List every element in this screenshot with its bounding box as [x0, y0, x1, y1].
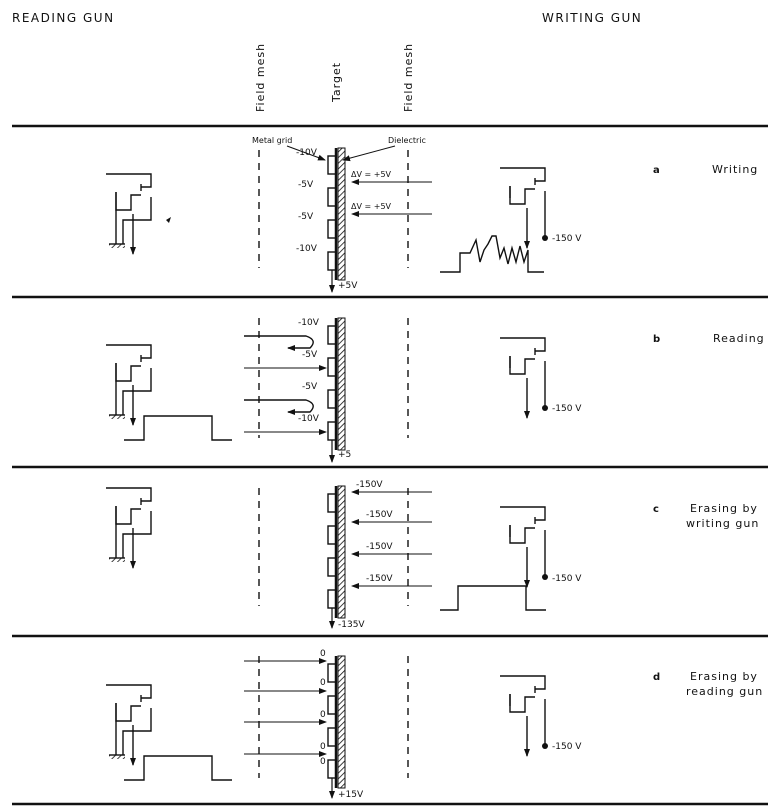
target-stack	[326, 146, 347, 282]
target-stack	[326, 484, 347, 620]
panel-label-line: writing gun	[686, 517, 759, 530]
writing-gun-icon	[500, 168, 548, 248]
bottom-voltage: +5V	[338, 281, 358, 291]
voltage-label: -10V	[296, 244, 318, 254]
panel-label-line: Erasing by	[690, 670, 758, 683]
reading-gun-icon	[106, 174, 151, 254]
reading-signal-waveform	[124, 755, 232, 781]
voltage-label: 0	[320, 649, 326, 659]
voltage-label: -5V	[302, 350, 318, 360]
field-mesh-left-label: Field mesh	[254, 43, 267, 112]
panel-label: Reading	[713, 332, 765, 345]
panel-c: -150V -150V -150V -150V -135V -150 V c E…	[106, 480, 759, 630]
target-stack	[326, 654, 347, 790]
writing-gun-icon	[500, 676, 548, 756]
gun-voltage: -150 V	[552, 404, 582, 414]
panel-label: Writing	[712, 163, 758, 176]
gun-voltage: -150 V	[552, 742, 582, 752]
voltage-label: -150V	[356, 480, 383, 490]
erase-signal-waveform	[440, 585, 546, 611]
voltage-label: 0	[320, 742, 326, 752]
voltage-label: 0	[320, 710, 326, 720]
field-mesh-right-label: Field mesh	[402, 43, 415, 112]
bottom-voltage: +15V	[338, 790, 364, 800]
bottom-voltage: +5	[338, 450, 351, 460]
writing-gun-header: WRITING GUN	[542, 11, 642, 25]
voltage-label: -10V	[296, 148, 318, 158]
panel-label-line: Erasing by	[690, 502, 758, 515]
reading-signal-waveform	[124, 415, 232, 441]
target-stack	[326, 316, 347, 452]
writing-gun-icon	[500, 507, 548, 587]
gun-voltage: -150 V	[552, 574, 582, 584]
voltage-label: 0	[320, 678, 326, 688]
reading-gun-icon	[106, 488, 151, 568]
reading-gun-header: READING GUN	[12, 11, 115, 25]
target-label: Target	[330, 62, 343, 103]
gun-voltage: -150 V	[552, 234, 582, 244]
panel-a: -10V -5V -5V -10V ΔV = +5V ΔV = +5V +5V …	[106, 146, 758, 293]
voltage-label: -150V	[366, 542, 393, 552]
metal-grid-callout: Metal grid	[252, 136, 292, 145]
panel-label-line: reading gun	[686, 685, 763, 698]
panel-letter: b	[653, 334, 660, 345]
voltage-label: -10V	[298, 414, 320, 424]
writing-gun-icon	[500, 338, 548, 418]
voltage-label: -150V	[366, 510, 393, 520]
voltage-label: -5V	[302, 382, 318, 392]
voltage-label: -5V	[298, 212, 314, 222]
voltage-label: -10V	[298, 318, 320, 328]
reading-gun-icon	[106, 345, 151, 425]
panel-b: -10V -5V -5V -10V +5 -150 V b Reading	[106, 316, 765, 463]
writing-signal-waveform	[440, 235, 544, 273]
panel-letter: a	[653, 165, 660, 176]
panel-letter: c	[653, 504, 659, 515]
voltage-label: 0	[320, 757, 326, 767]
delta-v-label: ΔV = +5V	[351, 202, 392, 211]
voltage-label: -5V	[298, 180, 314, 190]
panel-d: 0 0 0 0 0 +15V -150 V d Erasing by readi…	[106, 649, 763, 800]
delta-v-label: ΔV = +5V	[351, 170, 392, 179]
reading-gun-icon	[106, 685, 151, 765]
bottom-voltage: -135V	[338, 620, 365, 630]
panel-letter: d	[653, 672, 660, 683]
voltage-label: -150V	[366, 574, 393, 584]
dielectric-callout: Dielectric	[388, 136, 426, 145]
